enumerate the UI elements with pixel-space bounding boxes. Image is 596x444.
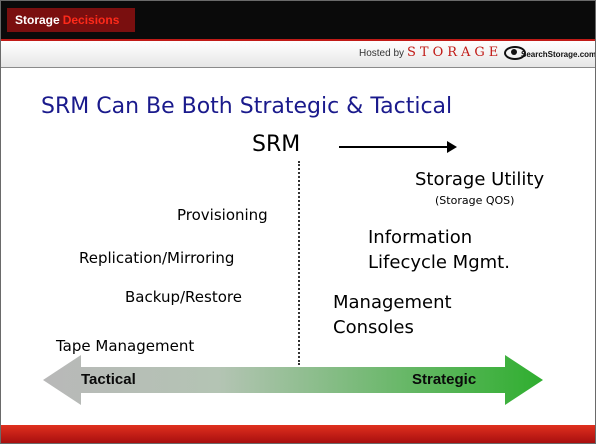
strategic-label: Strategic: [412, 371, 477, 388]
dotted-divider: [298, 161, 300, 365]
footer-bar: [1, 425, 595, 443]
item-storage-qos: (Storage QOS): [435, 194, 515, 207]
slide-title: SRM Can Be Both Strategic & Tactical: [41, 94, 453, 119]
item-mgmt-line1: Management: [333, 292, 452, 313]
srm-label: SRM: [252, 132, 301, 157]
item-mgmt-line2: Consoles: [333, 317, 414, 338]
tactical-strategic-arrow: Tactical Strategic: [43, 355, 543, 405]
item-ilm-line1: Information: [368, 227, 473, 248]
header-bar: Storage Decisions: [1, 1, 595, 39]
item-provisioning: Provisioning: [177, 206, 268, 224]
right-arrow-icon: [339, 141, 457, 153]
tactical-label: Tactical: [81, 371, 136, 388]
header-divider: [1, 39, 595, 41]
searchstorage-eye-icon: [504, 46, 526, 60]
storage-magazine-logo: STORAGE: [407, 45, 503, 60]
brand-logo: Storage Decisions: [7, 8, 135, 32]
hosted-by-label: Hosted by: [359, 48, 405, 59]
brand-accent: Decisions: [62, 13, 120, 27]
item-storage-utility: Storage Utility: [415, 169, 545, 190]
item-ilm-line2: Lifecycle Mgmt.: [368, 252, 510, 273]
double-arrow-icon: [43, 355, 543, 405]
hosted-bar: Hosted by STORAGE SearchStorage.com: [1, 41, 595, 68]
item-replication-mirroring: Replication/Mirroring: [79, 249, 235, 267]
searchstorage-logo: SearchStorage.com: [521, 50, 596, 59]
brand-word: Storage: [15, 13, 60, 27]
item-tape-management: Tape Management: [56, 337, 195, 355]
item-backup-restore: Backup/Restore: [125, 288, 242, 306]
